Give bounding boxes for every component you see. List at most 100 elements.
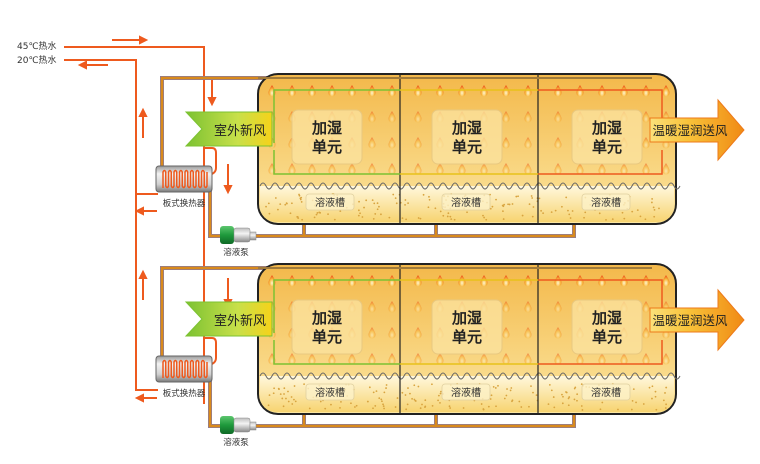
solution-particle (561, 393, 563, 396)
solution-particle (300, 196, 303, 199)
solution-particle (617, 408, 619, 411)
solution-particle (489, 398, 492, 400)
solution-particle (401, 217, 404, 220)
solution-particle (289, 212, 292, 215)
water-droplet (328, 353, 336, 365)
solution-particle (313, 216, 316, 219)
solution-surface (259, 372, 681, 380)
water-droplet (388, 353, 396, 365)
solution-particle (635, 401, 637, 404)
solution-particle (535, 394, 538, 397)
heat-exchanger-coil (162, 169, 208, 189)
solution-particle (330, 403, 332, 406)
water-droplet (414, 111, 422, 123)
solution-particle (568, 213, 571, 216)
solution-particle (285, 202, 288, 205)
solution-particle (547, 403, 550, 406)
solution-particle (406, 403, 409, 406)
cell-title-line2: 单元 (452, 138, 482, 156)
solution-particle (363, 206, 365, 209)
solution-particle (268, 212, 271, 215)
water-droplet (368, 327, 376, 339)
solution-particle (409, 392, 411, 395)
water-droplet (480, 353, 488, 365)
solution-particle (282, 405, 285, 408)
solution-particle (621, 211, 624, 214)
solution-particle (374, 405, 377, 407)
solution-particle (505, 394, 508, 397)
solution-particle (274, 197, 277, 199)
solution-particle (632, 388, 635, 390)
solution-particle (565, 196, 568, 199)
water-droplet (414, 327, 422, 339)
water-droplet (368, 163, 376, 175)
solution-particle (355, 404, 358, 407)
solution-particle (371, 199, 374, 202)
cell-title-line1: 加湿 (591, 309, 622, 327)
solution-particle (437, 399, 439, 402)
water-droplet (388, 163, 396, 175)
water-droplet (642, 163, 650, 175)
solution-particle (490, 394, 493, 397)
solution-particle (439, 210, 442, 213)
solution-particle (424, 399, 427, 402)
solution-pump[interactable]: 溶液泵 (220, 226, 257, 258)
solution-particle (540, 209, 543, 212)
solution-particle (506, 388, 508, 390)
water-droplet (288, 163, 296, 175)
water-droplet (554, 137, 562, 149)
solution-particle (447, 212, 450, 215)
solution-particle (664, 392, 666, 394)
tank-label: 溶液槽 (451, 196, 481, 209)
solution-particle (482, 214, 484, 217)
water-droplet (458, 163, 466, 175)
water-droplet (554, 301, 562, 313)
water-droplet (502, 137, 510, 149)
solution-pump[interactable]: 溶液泵 (220, 416, 257, 448)
solution-particle (265, 205, 267, 208)
pump-body (233, 417, 251, 433)
solution-particle (315, 213, 318, 216)
solution-particle (487, 405, 490, 408)
solution-particle (339, 407, 341, 409)
cell-title-line2: 单元 (312, 138, 342, 156)
solution-particle (630, 408, 633, 411)
solution-particle (372, 407, 374, 410)
solution-particle (283, 393, 285, 395)
solution-particle (365, 199, 368, 202)
solution-particle (446, 215, 449, 218)
solution-particle (376, 208, 379, 211)
solution-particle (605, 218, 607, 221)
solution-particle (651, 385, 654, 388)
solution-particle (453, 218, 456, 221)
pump-label: 溶液泵 (223, 247, 249, 258)
solution-particle (599, 408, 602, 411)
solution-particle (296, 216, 299, 218)
solution-particle (308, 407, 311, 410)
water-droplet (368, 137, 376, 149)
solution-particle (652, 206, 655, 209)
solution-particle (407, 387, 409, 389)
hx-hot-water-inlet (204, 337, 217, 365)
solution-particle (664, 407, 667, 409)
solution-particle (380, 213, 382, 216)
solution-particle (654, 390, 657, 393)
supply-air-outlet: 温暖湿润送风 (649, 98, 745, 162)
airflow-path (273, 279, 663, 365)
water-droplet (642, 327, 650, 339)
solution-particle (662, 399, 665, 402)
solution-particle (318, 211, 321, 214)
fresh-air-label: 室外新风 (214, 313, 266, 329)
water-droplet (554, 327, 562, 339)
solution-particle (583, 216, 585, 219)
solution-particle (650, 201, 653, 204)
solution-particle (601, 401, 604, 404)
solution-particle (388, 216, 391, 219)
solution-particle (495, 198, 497, 201)
solution-particle (291, 403, 294, 405)
solution-particle (285, 397, 287, 400)
tank-label: 溶液槽 (591, 196, 621, 209)
water-droplet (576, 353, 584, 365)
